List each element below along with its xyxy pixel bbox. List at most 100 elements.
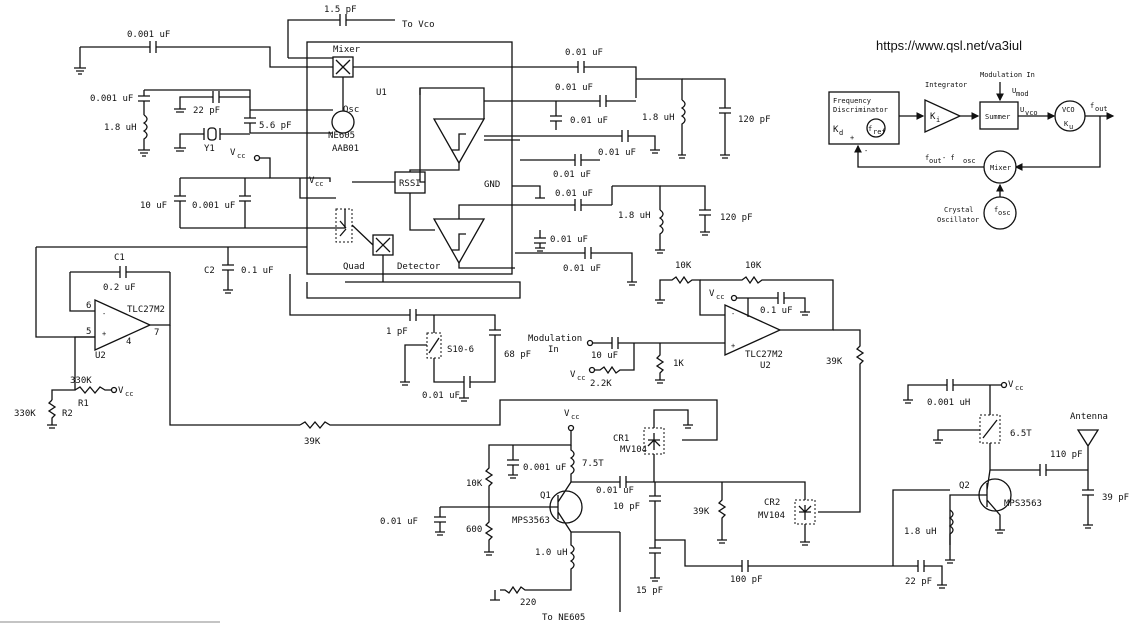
kd-sub: d	[839, 129, 843, 137]
r-39k-fb-label: 39K	[304, 437, 321, 447]
to-vco-label: To Vco	[402, 20, 435, 30]
ki-label: K	[930, 112, 936, 122]
cap-q1e-label: 0.01 uF	[596, 486, 634, 496]
vcc-q2-sub: cc	[1015, 384, 1023, 392]
ind-if2-label: 1.8 uH	[618, 211, 651, 221]
gnd-label: GND	[484, 180, 500, 190]
cap-1p5pf-label: 1.5 pF	[324, 5, 357, 15]
osc-symbol	[331, 110, 355, 134]
cap-0p01-h-label: 0.01 uF	[563, 264, 601, 274]
osc-network: 0.001 uF 1.8 uH 22 pF 5.6 pF Y1	[90, 89, 333, 157]
cap-quad-label: 0.01 uF	[422, 391, 460, 401]
vco-label: VCO	[1062, 106, 1075, 114]
quad-tank: 1 pF S10-6 68 pF 0.01 uF	[289, 274, 531, 402]
ind-if1-label: 1.8 uH	[642, 113, 675, 123]
cap-0p01-e-label: 0.01 uF	[553, 170, 591, 180]
op-plus: +	[102, 330, 106, 338]
cap-q1b-label: 0.01 uF	[380, 517, 418, 527]
cap-15p-label: 15 pF	[636, 586, 663, 596]
vcc-r1-sub: cc	[125, 390, 133, 398]
vcc-u2b-sub: cc	[716, 293, 724, 301]
cap-c1-ref: C1	[114, 253, 125, 263]
cap-q2-label: 0.001 uH	[927, 398, 970, 408]
cap-10u-label: 10 uF	[140, 201, 167, 211]
r-1k-label: 1K	[673, 359, 684, 369]
xtal-osc-line2: Oscillator	[937, 216, 979, 224]
amp-q2: V cc 0.001 uH 6.5T 110 pF Antenna 39 pF …	[892, 379, 1129, 589]
vcc-q2-label: V	[1008, 380, 1014, 390]
op-minus: -	[102, 310, 106, 318]
r2-ref: R2	[62, 409, 73, 419]
cap-39p-label: 39 pF	[1102, 493, 1129, 503]
freq-disc-line1: Frequency	[833, 97, 871, 105]
umod-label: U	[1012, 87, 1016, 95]
to-ne605-label: To NE605	[542, 613, 585, 623]
cr2-part: MV104	[758, 511, 785, 521]
s10-6-label: S10-6	[447, 345, 474, 355]
ne605-ic: U1 Mixer Osc NE605 AAB01 GND V cc RSSI Q…	[306, 41, 520, 282]
fdiff-a-sub: out	[929, 157, 942, 165]
vcc-q1-sub: cc	[571, 413, 579, 421]
ku-label: K	[1064, 120, 1069, 128]
r2-label: 330K	[14, 409, 36, 419]
integrator-u2: C1 0.2 uF 6 5 7 4 - + TLC27M2 U2 C2 0.1 …	[14, 246, 718, 447]
r-2p2k-label: 2.2K	[590, 379, 612, 389]
cap-100p-label: 100 pF	[730, 575, 763, 585]
fosc-sub: osc	[998, 209, 1011, 217]
cap-10p-label: 10 pF	[613, 502, 640, 512]
cap-0p01-d-label: 0.01 uF	[598, 148, 636, 158]
uvco-label: U	[1020, 106, 1024, 114]
fdiff-minus: - f	[942, 154, 955, 162]
crystal-y1	[207, 127, 217, 141]
op-b-plus: +	[731, 342, 735, 350]
cap-0p01-f-label: 0.01 uF	[555, 189, 593, 199]
pin-6: 6	[86, 301, 91, 311]
cap-0p01-g-label: 0.01 uF	[550, 235, 588, 245]
cap-120-if2-label: 120 pF	[720, 213, 753, 223]
r-220-label: 220	[520, 598, 536, 608]
vcc-u2b-label: V	[709, 289, 715, 299]
ind-6p5t-label: 6.5T	[1010, 429, 1032, 439]
if-filter-section: 0.01 uF 1.8 uH 120 pF 0.01 uF 0.01 uF 0.…	[484, 78, 771, 286]
osc-label: Osc	[343, 105, 359, 115]
modulation-amp: Modulation In 10 uF 1K V cc 2.2K - + TLC…	[528, 261, 865, 513]
ic-code: AAB01	[332, 144, 359, 154]
cap-c2-label: 0.1 uF	[241, 266, 274, 276]
cap-120-if1-label: 120 pF	[738, 115, 771, 125]
ic-ref-u1: U1	[376, 88, 387, 98]
ind-1p8-q2-label: 1.8 uH	[904, 527, 937, 537]
r-39k-cr-label: 39K	[693, 507, 710, 517]
fdiff-b-sub: osc	[963, 157, 976, 165]
umod-sub: mod	[1016, 90, 1029, 98]
ind-7p5t-label: 7.5T	[582, 459, 604, 469]
vcc-mod-sub: cc	[577, 374, 585, 382]
summer-label: Summer	[985, 113, 1010, 121]
plus-sign: +	[850, 134, 854, 142]
r-39k-out-label: 39K	[826, 357, 843, 367]
detector-label: Detector	[397, 262, 441, 272]
mixer-label: Mixer	[333, 45, 361, 55]
r1-ref: R1	[78, 399, 89, 409]
op-b-minus: -	[731, 310, 735, 318]
fref-label: f	[868, 125, 872, 133]
q1-ref: Q1	[540, 491, 551, 501]
r-10k-a-label: 10K	[675, 261, 692, 271]
cap-0p01-b-label: 0.01 uF	[555, 83, 593, 93]
ic-part-ne605: NE605	[328, 131, 355, 141]
cr2-ref: CR2	[764, 498, 780, 508]
vcc-r1-label: V	[118, 386, 124, 396]
mixer-block-label: Mixer	[990, 164, 1011, 172]
pin-4: 4	[126, 337, 131, 347]
cap-0p01-a-label: 0.01 uF	[565, 48, 603, 58]
u2b-part: TLC27M2	[745, 350, 783, 360]
rssi-label: RSSI	[399, 179, 421, 189]
cap-10u-mod-label: 10 uF	[591, 351, 618, 361]
cap-5p6-label: 5.6 pF	[259, 121, 292, 131]
pll-block-diagram: Frequency Discriminator K d f ref Integr…	[828, 71, 1115, 230]
cap-c2-ref: C2	[204, 266, 215, 276]
mod-in-label-2: In	[548, 345, 559, 355]
cap-110p-label: 110 pF	[1050, 450, 1083, 460]
vcc-u1-label: V	[230, 148, 236, 158]
vcc-mod-label: V	[570, 370, 576, 380]
